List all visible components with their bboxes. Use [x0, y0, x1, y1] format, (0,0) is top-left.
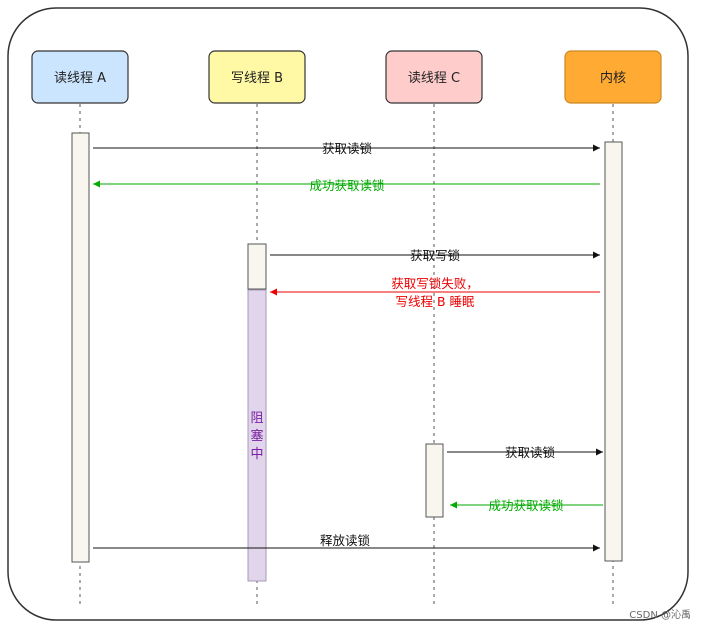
activation-bar-kernel	[604, 141, 623, 562]
message-6: 成功获取读锁	[450, 498, 603, 513]
message-label: 获取写锁失败，	[391, 276, 479, 291]
participant-c: 读线程 C	[385, 50, 483, 104]
participant-box	[208, 50, 306, 104]
message-1: 获取读锁	[93, 141, 600, 156]
activation-bar-thread-a	[71, 132, 90, 563]
message-label: 成功获取读锁	[488, 498, 564, 513]
blocked-char: 中	[250, 447, 263, 462]
message-label: 成功获取读锁	[309, 178, 385, 193]
participant-kernel: 内核	[564, 50, 662, 104]
participant-label: 读线程 C	[408, 71, 460, 86]
participant-box	[564, 50, 662, 104]
message-5: 获取读锁	[447, 445, 603, 460]
message-label: 写线程 B 睡眠	[395, 294, 475, 309]
message-label: 获取读锁	[322, 141, 373, 156]
message-label: 获取读锁	[505, 445, 556, 460]
participant-label: 写线程 B	[231, 71, 283, 86]
message-3: 获取写锁	[270, 248, 600, 263]
message-4: 获取写锁失败， 写线程 B 睡眠	[270, 276, 600, 309]
blocked-label: 阻 塞 中	[250, 411, 263, 462]
watermark: CSDN @沁禹	[629, 610, 691, 621]
blocked-bar-thread-b	[247, 289, 267, 582]
participant-label: 读线程 A	[54, 71, 106, 86]
blocked-char: 阻	[250, 411, 263, 426]
diagram-frame	[7, 7, 689, 621]
blocked-char: 塞	[250, 428, 263, 444]
message-2: 成功获取读锁	[93, 178, 600, 193]
participant-box	[31, 50, 129, 104]
participant-a: 读线程 A	[31, 50, 129, 104]
participant-box	[385, 50, 483, 104]
message-label: 释放读锁	[320, 533, 371, 548]
activation-bar-thread-b	[247, 243, 267, 290]
activation-bar-thread-c	[425, 443, 444, 518]
message-7: 释放读锁	[93, 533, 600, 552]
message-label: 获取写锁	[410, 248, 461, 263]
participant-b: 写线程 B	[208, 50, 306, 104]
participant-label: 内核	[600, 70, 626, 86]
